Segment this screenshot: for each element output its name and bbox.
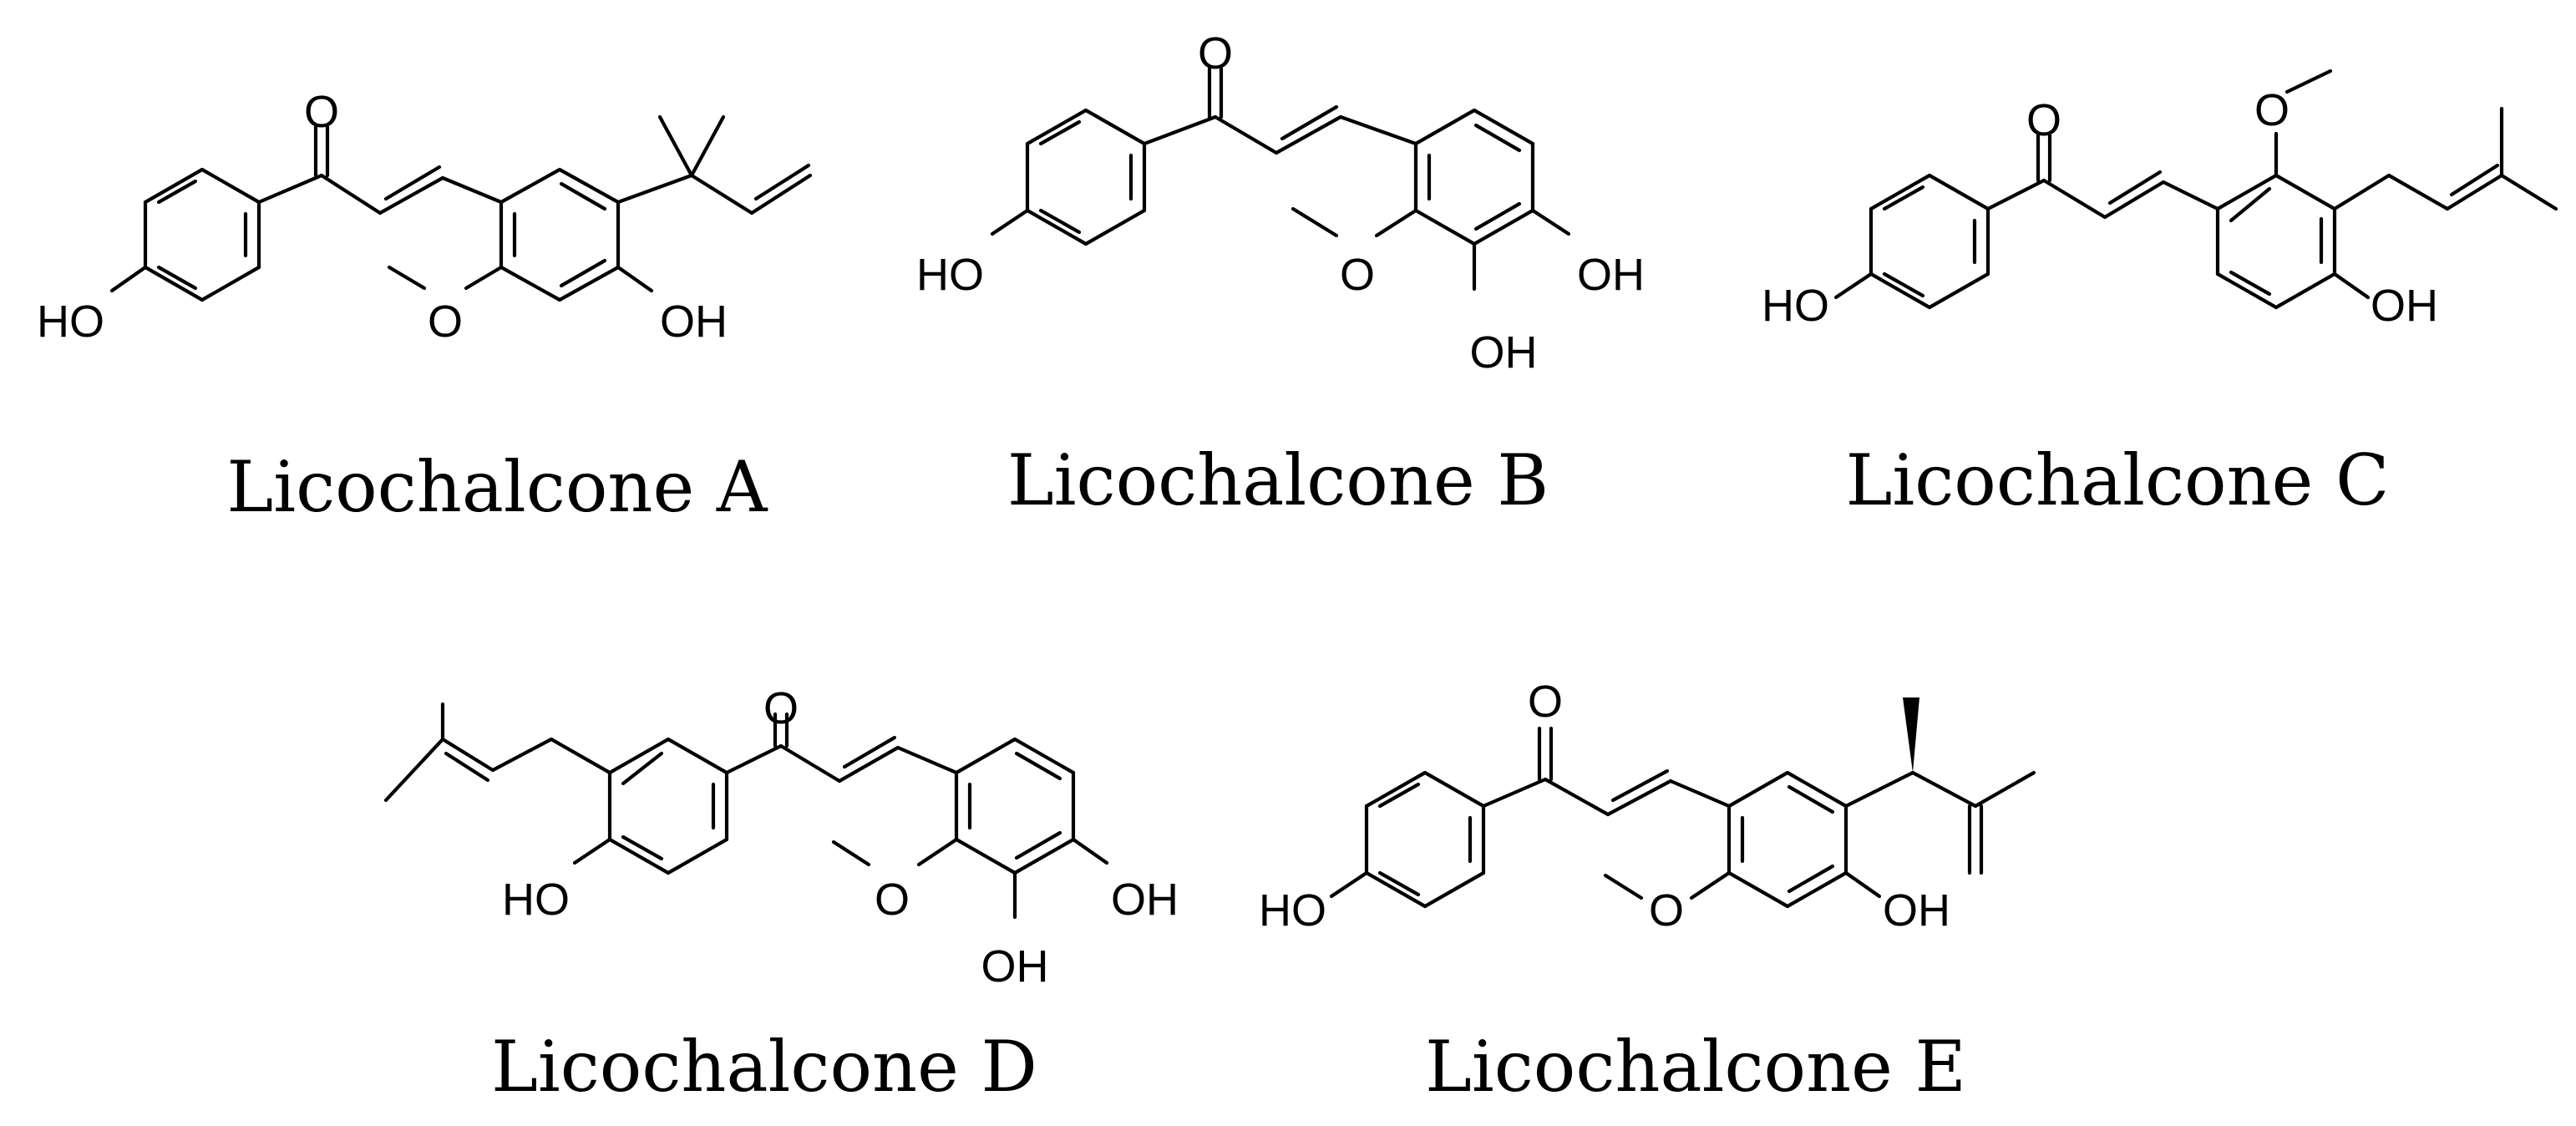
hydroxyl-label: HO xyxy=(502,875,570,925)
carbonyl-oxygen-label: O xyxy=(2026,95,2061,145)
compound-name-licochalcone-e: Licochalcone E xyxy=(1425,1026,1966,1108)
hydroxyl-label: HO xyxy=(37,297,104,347)
hydroxyl-label: HO xyxy=(1259,885,1326,936)
hydroxyl-label: OH xyxy=(1883,885,1950,936)
hydroxyl-label: OH xyxy=(1111,875,1179,925)
structure-licochalcone-d: O HO O OH OH xyxy=(383,683,1179,992)
hydroxyl-label: OH xyxy=(981,941,1049,992)
bonds xyxy=(1833,68,2558,310)
compound-name-licochalcone-a: Licochalcone A xyxy=(226,446,768,528)
carbonyl-oxygen-label: O xyxy=(1528,677,1563,727)
methoxy-oxygen-label: O xyxy=(875,875,910,925)
bonds xyxy=(383,702,1109,920)
methoxy-oxygen-label: O xyxy=(428,297,463,347)
hydroxyl-label: HO xyxy=(916,250,984,300)
structure-licochalcone-c: O HO O OH xyxy=(1762,68,2558,331)
methoxy-oxygen-label: O xyxy=(1649,885,1684,936)
methoxy-oxygen-label: O xyxy=(2254,85,2289,135)
compound-name-licochalcone-b: Licochalcone B xyxy=(1007,439,1549,521)
bonds xyxy=(990,66,1571,292)
stereo-wedge-bond xyxy=(1903,697,1919,773)
bonds xyxy=(109,114,813,302)
methoxy-oxygen-label: O xyxy=(1340,250,1375,300)
compound-name-licochalcone-c: Licochalcone C xyxy=(1846,439,2390,521)
structure-licochalcone-e: O HO O OH xyxy=(1259,677,2036,936)
structure-licochalcone-a: O HO O OH xyxy=(37,87,813,347)
bonds xyxy=(1329,726,2036,909)
hydroxyl-label: HO xyxy=(1762,281,1829,331)
carbonyl-oxygen-label: O xyxy=(763,683,799,733)
hydroxyl-label: OH xyxy=(1577,250,1645,300)
hydroxyl-label: OH xyxy=(2371,281,2438,331)
compound-name-licochalcone-d: Licochalcone D xyxy=(491,1026,1037,1108)
carbonyl-oxygen-label: O xyxy=(1198,28,1233,79)
hydroxyl-label: OH xyxy=(660,297,728,347)
structure-licochalcone-b: O HO O OH OH xyxy=(916,28,1645,378)
hydroxyl-label: OH xyxy=(1470,327,1538,378)
carbonyl-oxygen-label: O xyxy=(304,87,339,137)
